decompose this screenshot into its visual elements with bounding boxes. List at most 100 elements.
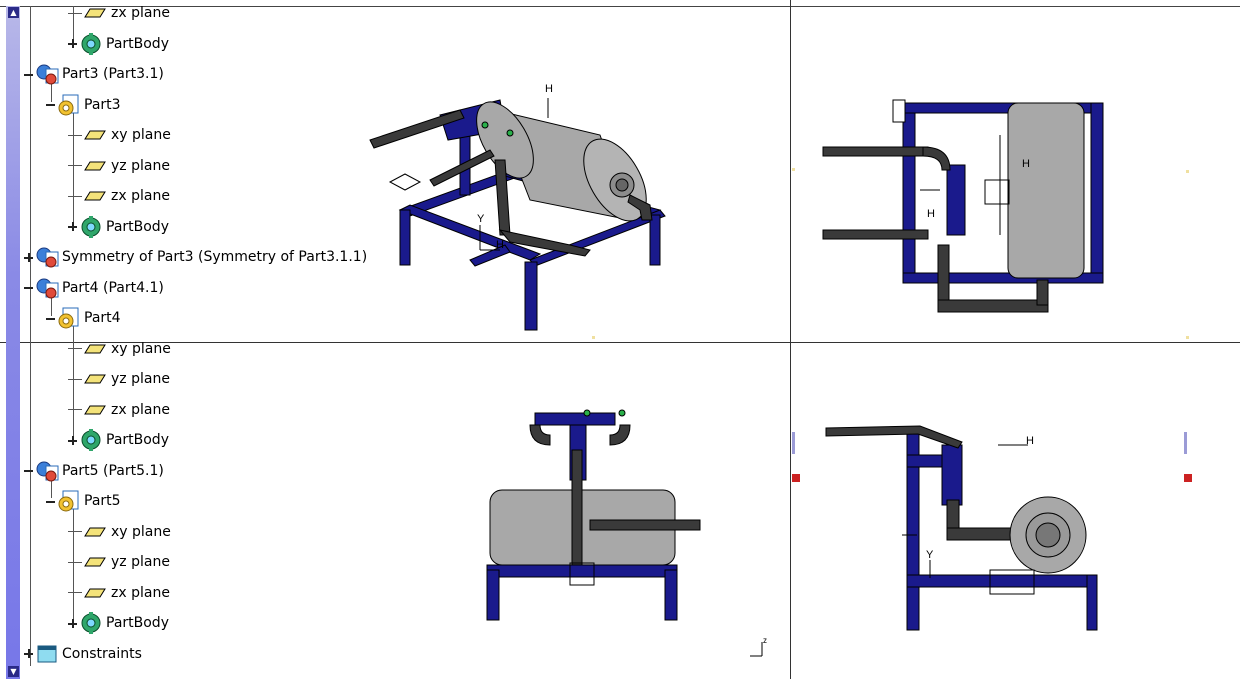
tree-item[interactable]: Part3 (Part3.1)	[24, 63, 164, 85]
scroll-up-arrow[interactable]: ▲	[8, 7, 19, 18]
tree-item-label: xy plane	[111, 127, 171, 143]
expand-icon[interactable]	[68, 222, 77, 231]
expand-icon[interactable]	[68, 435, 77, 445]
plane-icon	[84, 405, 111, 415]
tree-connector	[30, 6, 31, 666]
tree-item[interactable]: PartBody	[68, 429, 169, 451]
tree-item-label: Part3 (Part3.1)	[62, 66, 164, 82]
tree-item[interactable]: PartBody	[68, 612, 169, 634]
tree-item-label: yz plane	[111, 554, 170, 570]
tree-item[interactable]: zx plane	[68, 185, 170, 207]
tree-item[interactable]: Part3	[46, 94, 121, 116]
upper-bracket	[946, 164, 966, 236]
tree-connector	[68, 592, 82, 593]
upper-bracket	[534, 412, 616, 426]
tree-connector	[68, 531, 82, 532]
plane-icon	[84, 374, 111, 384]
tree-item-label: PartBody	[106, 432, 169, 448]
tree-item[interactable]: Part4 (Part4.1)	[24, 277, 164, 299]
joint-marker	[506, 129, 514, 137]
tree-item-label: Symmetry of Part3 (Symmetry of Part3.1.1…	[62, 249, 368, 265]
tree-item[interactable]: yz plane	[68, 368, 170, 390]
expand-icon[interactable]	[24, 252, 33, 262]
frame-rail	[902, 272, 1104, 284]
pipe-assembly	[369, 109, 653, 257]
tree-item-label: Part5 (Part5.1)	[62, 462, 164, 479]
expand-icon[interactable]	[68, 39, 77, 48]
bracket-outline	[569, 562, 595, 586]
tree-connector	[68, 378, 82, 380]
tree-item[interactable]: Symmetry of Part3 (Symmetry of Part3.1.1…	[24, 246, 367, 268]
tree-item[interactable]: xy plane	[68, 338, 171, 360]
view-dot	[1186, 170, 1189, 173]
constraints-icon	[35, 643, 62, 665]
tree-item[interactable]: zx plane	[68, 2, 170, 24]
tree-connector	[68, 134, 82, 136]
tree-item-label: yz plane	[111, 157, 170, 174]
tree-connector	[73, 6, 74, 48]
tree-item-label: Part4	[84, 310, 121, 326]
pipe-assembly	[529, 424, 701, 566]
collapse-icon[interactable]	[24, 466, 33, 475]
tree-connector	[68, 195, 82, 197]
expand-icon[interactable]	[68, 618, 77, 628]
axis-label-h: H	[1026, 435, 1034, 447]
tree-item-label: PartBody	[106, 218, 169, 235]
isometric-view[interactable]: H Y H	[360, 70, 680, 340]
cross-rail	[469, 244, 511, 267]
view-edge-marker	[792, 432, 795, 454]
tree-item-label: xy plane	[111, 523, 171, 540]
tree-item[interactable]: Part5 (Part5.1)	[24, 460, 164, 482]
frame-leg	[1086, 574, 1098, 631]
front-view[interactable]	[480, 405, 720, 625]
tree-item-label: Part4 (Part4.1)	[62, 279, 164, 296]
tree-item[interactable]: zx plane	[68, 399, 170, 421]
tree-item[interactable]: PartBody	[68, 215, 169, 238]
compass-z-label: z	[763, 636, 767, 645]
tree-item[interactable]: PartBody	[68, 32, 169, 55]
tree-item[interactable]: zx plane	[68, 582, 170, 604]
tree-item[interactable]: Part5	[46, 490, 121, 512]
tree-connector	[68, 409, 82, 410]
plane-icon	[84, 557, 111, 567]
plane-icon	[84, 130, 111, 140]
frame-leg	[524, 261, 538, 331]
tree-connector	[73, 502, 74, 624]
tree-item[interactable]: yz plane	[68, 551, 170, 573]
tree-item[interactable]: yz plane	[68, 155, 170, 177]
collapse-icon[interactable]	[46, 497, 55, 506]
upper-bracket	[941, 444, 963, 506]
tree-item[interactable]: Part4	[46, 307, 121, 329]
frame-top-rail	[398, 204, 542, 261]
view-dot	[1186, 336, 1189, 339]
side-view[interactable]: H Y	[822, 420, 1112, 635]
plane-icon	[84, 344, 111, 354]
axis-label-h: H	[496, 239, 504, 251]
axis-label-h: H	[545, 83, 553, 95]
frame-leg	[664, 569, 678, 621]
tree-connector	[68, 12, 82, 14]
tree-item-label: zx plane	[111, 401, 170, 418]
view-edge-marker	[1184, 474, 1192, 482]
view-dot	[592, 336, 595, 339]
scroll-down-arrow[interactable]: ▼	[8, 666, 19, 677]
collapse-icon[interactable]	[24, 70, 33, 79]
partbody-gear-icon	[79, 429, 106, 451]
axis-annotations	[920, 135, 1010, 235]
expand-icon[interactable]	[24, 649, 33, 658]
tree-item[interactable]: xy plane	[68, 124, 171, 146]
top-view[interactable]: H H	[815, 95, 1115, 330]
top-border	[0, 6, 1240, 7]
tree-scrollbar[interactable]	[6, 6, 20, 679]
view-edge-marker	[1184, 432, 1187, 454]
tree-item[interactable]: Constraints	[24, 643, 142, 665]
frame-rail	[486, 564, 678, 578]
joint-marker	[583, 409, 591, 417]
tree-connector	[68, 165, 82, 166]
tree-item[interactable]: xy plane	[68, 521, 171, 543]
collapse-icon[interactable]	[46, 100, 55, 109]
compass-icon[interactable]: z	[748, 636, 772, 660]
collapse-icon[interactable]	[46, 314, 55, 323]
collapse-icon[interactable]	[24, 283, 33, 292]
